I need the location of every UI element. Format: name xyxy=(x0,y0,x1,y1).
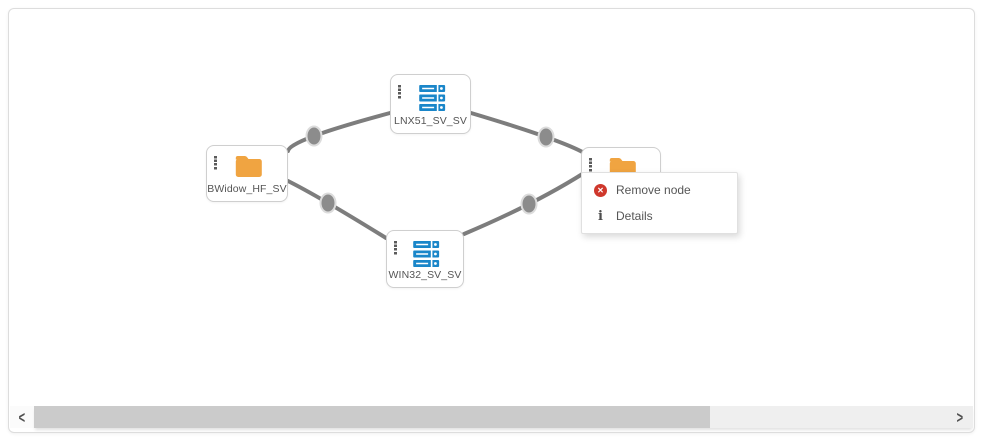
node-label: WIN32_SV_SV xyxy=(388,269,462,281)
kebab-menu-icon[interactable] xyxy=(394,241,397,255)
info-icon: i xyxy=(598,208,603,224)
server-icon xyxy=(413,241,440,273)
node-win32[interactable]: WIN32_SV_SV xyxy=(386,230,464,288)
kebab-menu-icon[interactable] xyxy=(398,85,401,99)
chevron-left-icon: < xyxy=(18,407,26,427)
edge-bwidow-win32[interactable] xyxy=(286,179,388,240)
scrollbar-track[interactable]: > xyxy=(34,406,973,428)
context-menu-label: Remove node xyxy=(616,183,691,197)
kebab-menu-icon[interactable] xyxy=(589,158,592,172)
edge-handle[interactable] xyxy=(319,192,337,214)
chevron-right-icon: > xyxy=(956,407,964,427)
edge-bwidow-lnx51[interactable] xyxy=(286,111,392,153)
node-bwidow[interactable]: BWidow_HF_SV xyxy=(206,145,288,202)
edges-layer xyxy=(286,111,588,240)
edge-handle[interactable] xyxy=(520,193,538,215)
remove-circle-icon: ✕ xyxy=(594,183,607,197)
context-menu-item-details[interactable]: i Details xyxy=(582,203,737,229)
node-label: BWidow_HF_SV xyxy=(207,183,287,195)
topology-canvas-panel: LNX51_SV_SV BWidow_HF_SV xyxy=(8,8,975,433)
edge-handle[interactable] xyxy=(305,125,323,147)
context-menu-label: Details xyxy=(616,209,653,223)
server-icon xyxy=(418,85,446,117)
folder-icon xyxy=(234,155,264,183)
scrollbar-thumb[interactable] xyxy=(34,406,711,428)
node-context-menu: ✕ Remove node i Details xyxy=(581,172,738,234)
edge-lnx51-right[interactable] xyxy=(469,111,588,156)
horizontal-scrollbar: < > xyxy=(10,406,973,428)
node-label: LNX51_SV_SV xyxy=(394,115,467,127)
edge-handle[interactable] xyxy=(537,126,555,148)
kebab-menu-icon[interactable] xyxy=(214,156,217,170)
scroll-left-button[interactable]: < xyxy=(10,406,34,428)
node-lnx51[interactable]: LNX51_SV_SV xyxy=(390,74,471,134)
context-menu-item-remove-node[interactable]: ✕ Remove node xyxy=(582,177,737,203)
scroll-right-button[interactable]: > xyxy=(949,406,971,428)
